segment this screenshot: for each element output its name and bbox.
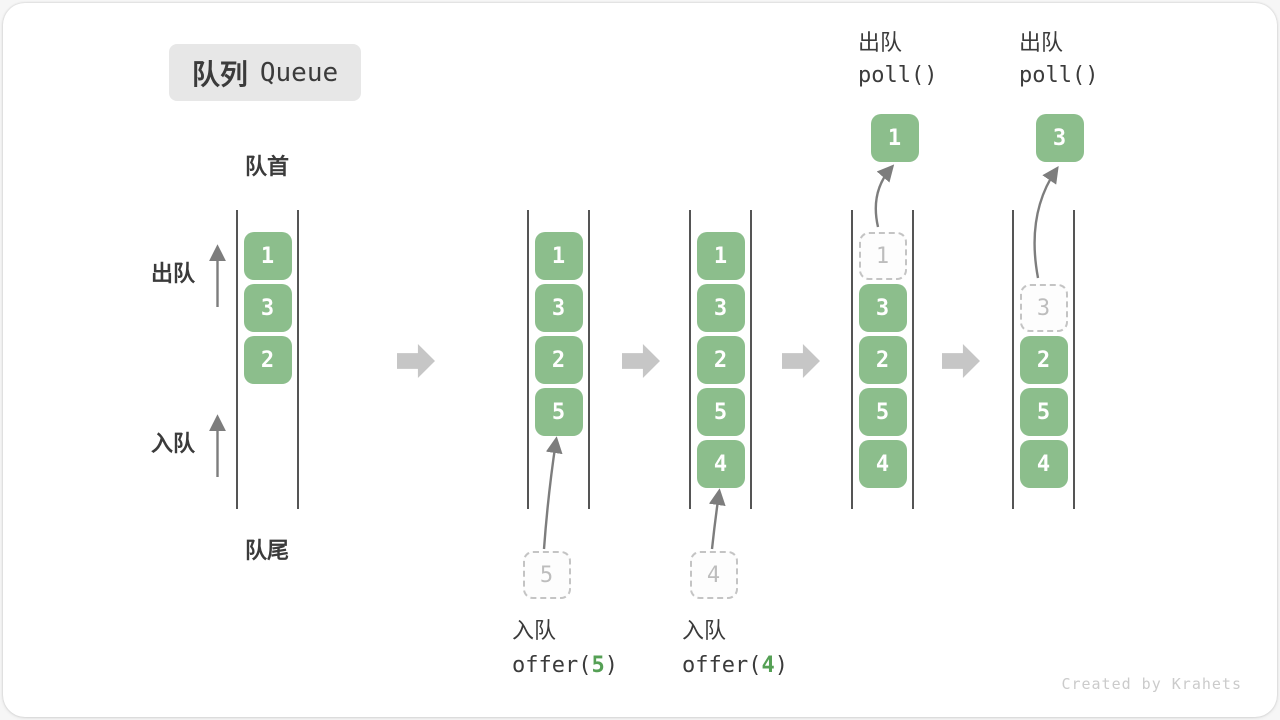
- queue-cell: 2: [1019, 336, 1068, 384]
- result-cell: 3: [1035, 114, 1084, 162]
- queue-cell: 3: [534, 284, 583, 332]
- title-zh: 队列: [191, 58, 248, 90]
- queue-wall-right: [912, 210, 914, 509]
- queue-cell: 4: [696, 440, 745, 488]
- dequeue-side-label: 出队: [151, 261, 196, 286]
- title-badge: 队列 Queue: [169, 44, 361, 101]
- queue-cell: 2: [534, 336, 583, 384]
- queue-wall-left: [851, 210, 853, 509]
- dequeue-op-label: 出队: [1019, 30, 1064, 55]
- queue-cell: 3: [243, 284, 292, 332]
- queue-cell: 2: [696, 336, 745, 384]
- queue-wall-left: [689, 210, 691, 509]
- title-en: Queue: [259, 57, 339, 88]
- dequeue-op-label: 出队: [858, 30, 903, 55]
- enqueue-op-code: offer(4): [682, 653, 788, 678]
- enqueue-op-label: 入队: [512, 618, 557, 643]
- result-cell: 1: [870, 114, 919, 162]
- queue-cell-dashed: 3: [1019, 284, 1068, 332]
- queue-wall-right: [297, 210, 299, 509]
- queue-cell: 5: [696, 388, 745, 436]
- queue-cell: 1: [534, 232, 583, 280]
- watermark: Created by Krahets: [1061, 675, 1242, 693]
- queue-wall-right: [750, 210, 752, 509]
- queue-cell: 5: [858, 388, 907, 436]
- dequeue-op-code: poll(): [858, 63, 938, 88]
- enqueue-op-label: 入队: [682, 618, 727, 643]
- queue-wall-left: [236, 210, 238, 509]
- queue-cell: 1: [243, 232, 292, 280]
- queue-cell: 5: [534, 388, 583, 436]
- queue-cell: 5: [1019, 388, 1068, 436]
- enqueue-side-label: 入队: [151, 431, 196, 456]
- enqueue-op-code: offer(5): [512, 653, 618, 678]
- queue-cell: 1: [696, 232, 745, 280]
- queue-cell: 2: [858, 336, 907, 384]
- queue-cell: 2: [243, 336, 292, 384]
- queue-cell-dashed: 1: [858, 232, 907, 280]
- queue-cell: 4: [1019, 440, 1068, 488]
- queue-cell: 4: [858, 440, 907, 488]
- pending-cell: 5: [522, 551, 571, 599]
- queue-rear-label: 队尾: [244, 538, 289, 563]
- queue-wall-right: [588, 210, 590, 509]
- queue-wall-left: [1012, 210, 1014, 509]
- queue-wall-left: [527, 210, 529, 509]
- enqueue-arg: 4: [761, 653, 775, 678]
- queue-cell: 3: [696, 284, 745, 332]
- enqueue-arg: 5: [591, 653, 605, 678]
- dequeue-op-code: poll(): [1019, 63, 1099, 88]
- queue-cell: 3: [858, 284, 907, 332]
- queue-wall-right: [1073, 210, 1075, 509]
- pending-cell: 4: [689, 551, 738, 599]
- queue-front-label: 队首: [244, 154, 289, 179]
